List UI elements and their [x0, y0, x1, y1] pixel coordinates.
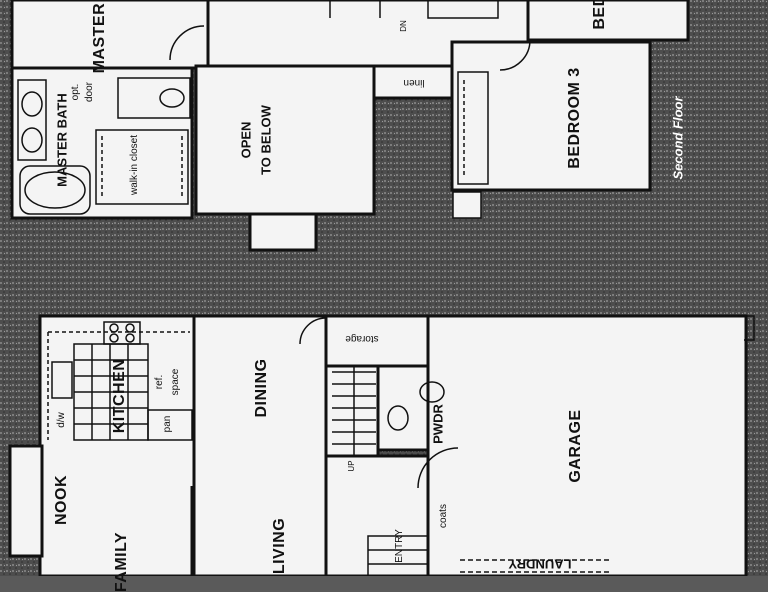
up-label: UP — [347, 460, 356, 472]
walkin-closet-label: walk-in closet — [129, 134, 140, 196]
nook-label: NOOK — [53, 475, 70, 525]
bed-top-right-label: BED — [591, 0, 608, 30]
bed-top-right-room — [526, 0, 690, 42]
master-bath-label: MASTER BATH — [54, 93, 70, 187]
pwdr-label: PWDR — [430, 404, 446, 444]
storage-label: storage — [345, 333, 379, 344]
dw-label: d/w — [56, 412, 67, 428]
entry-label: ENTRY — [394, 529, 405, 563]
ref-space-label-2: space — [170, 368, 181, 396]
living-label: LIVING — [271, 517, 288, 575]
master-bed-label: MASTER BED — [91, 0, 108, 74]
open-to-below-area — [194, 64, 376, 216]
pan-label: pan — [162, 415, 173, 433]
garage-room — [426, 314, 748, 576]
kitchen-label: KITCHEN — [111, 358, 128, 434]
dining-living-area — [192, 314, 330, 576]
family-label: FAMILY — [113, 531, 130, 592]
linen-label: linen — [403, 77, 425, 88]
first-floor — [8, 314, 748, 576]
second-floor — [10, 0, 690, 252]
dining-label: DINING — [253, 358, 270, 418]
nook-bay — [8, 444, 44, 558]
floor-plan — [0, 0, 768, 576]
storage-room — [324, 314, 432, 368]
garage-label: GARAGE — [567, 409, 584, 483]
bedroom3-label: BEDROOM 3 — [566, 67, 583, 169]
second-floor-label: Second Floor — [670, 96, 686, 180]
dn-label: DN — [399, 20, 408, 32]
opt-door-label-1: opt. — [70, 83, 81, 101]
opt-door-label-2: door — [84, 81, 95, 103]
bedroom3-room — [450, 40, 652, 192]
bay-window — [248, 212, 318, 252]
bathtub — [19, 165, 91, 215]
open-below-label-2: TO BELOW — [258, 105, 274, 175]
master-bed-room — [10, 0, 210, 70]
laundry-label: LAUNDRY — [508, 556, 572, 572]
coats-label: coats — [438, 504, 449, 528]
ref-space-label-1: ref. — [154, 374, 165, 390]
open-below-label-1: OPEN — [238, 121, 254, 159]
